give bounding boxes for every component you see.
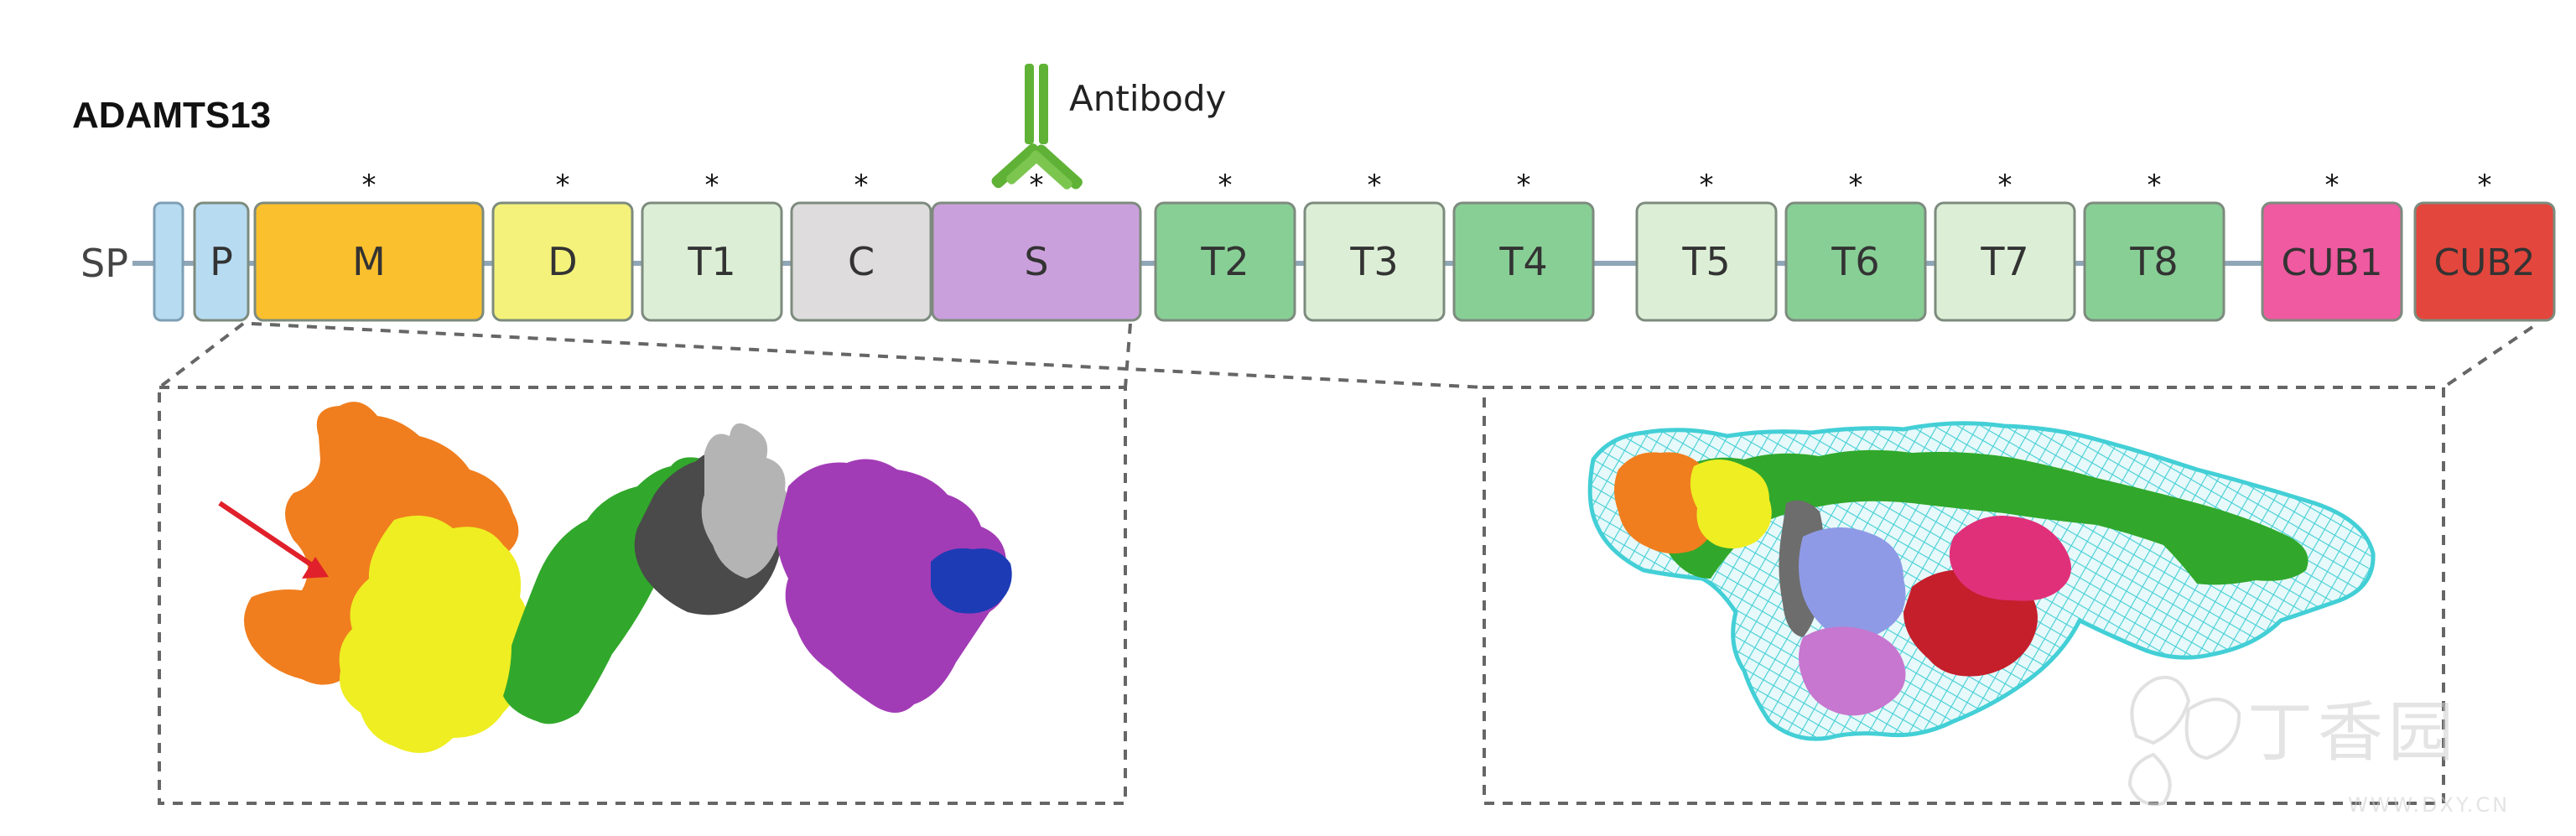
domain-cub1: CUB1 * <box>2261 169 2403 322</box>
glycosylation-star-icon: * <box>1700 169 1714 202</box>
domain-cub2: CUB2 * <box>2413 169 2556 322</box>
domain-tsp1-2: T2 * <box>1154 169 1296 322</box>
domain-tsp1-7: T7 * <box>1934 169 2076 322</box>
domain-label: T7 <box>1980 239 2028 284</box>
glycosylation-star-icon: * <box>362 169 377 202</box>
figure-title: ADAMTS13 <box>72 95 271 136</box>
left-structure-panel <box>158 386 1127 805</box>
glycosylation-star-icon: * <box>1218 169 1233 202</box>
signal-peptide-box <box>153 201 184 322</box>
domain-label: C <box>848 239 875 284</box>
domain-metalloprotease: M* <box>253 169 485 322</box>
domain-box <box>491 201 634 322</box>
domain-tsp1-1: T1 * <box>641 169 783 322</box>
domain-label: T5 <box>1681 239 1730 284</box>
glycosylation-star-icon: * <box>705 169 719 202</box>
domain-box <box>931 201 1142 322</box>
glycosylation-star-icon: * <box>1998 169 2012 202</box>
domain-label: S <box>1024 239 1048 284</box>
watermark: 丁香园 WWW.DXY.CN <box>2127 675 2510 817</box>
domain-tsp1-6: T6 * <box>1784 169 1927 322</box>
glycosylation-star-icon: * <box>556 169 570 202</box>
domain-label: T6 <box>1831 239 1879 284</box>
domain-box <box>641 201 783 322</box>
domain-label: T2 <box>1200 239 1249 284</box>
domain-box <box>2083 201 2225 322</box>
domain-label: T8 <box>2129 239 2178 284</box>
domain-label: T4 <box>1498 239 1547 284</box>
domain-tsp1-5: T5 * <box>1635 169 1778 322</box>
domain-box <box>2413 201 2556 322</box>
domain-label: CUB1 <box>2281 241 2382 284</box>
glycosylation-star-icon: * <box>1517 169 1531 202</box>
domain-box <box>1303 201 1446 322</box>
domain-box <box>1784 201 1927 322</box>
domain-box <box>2261 201 2403 322</box>
domain-disintegrin: D* <box>491 169 634 322</box>
domain-label: T1 <box>687 239 735 284</box>
domain-box <box>1154 201 1296 322</box>
dxy-logo-icon <box>2127 675 2241 806</box>
glycosylation-star-icon: * <box>1368 169 1382 202</box>
domain-box <box>1635 201 1778 322</box>
domain-box <box>1452 201 1595 322</box>
domain-box <box>1934 201 2076 322</box>
glycosylation-star-icon: * <box>2148 169 2162 202</box>
watermark-text: 丁香园 <box>2247 695 2459 771</box>
watermark-url: WWW.DXY.CN <box>2348 793 2510 817</box>
sp-label: SP <box>80 241 128 286</box>
domain-label: M <box>352 239 386 284</box>
domain-box <box>193 201 250 322</box>
right-structure-panel <box>1483 386 2445 805</box>
domain-box <box>790 201 932 322</box>
domain-cysteine-rich: C* <box>790 169 932 322</box>
antibody-icon <box>991 64 1083 190</box>
glycosylation-star-icon: * <box>1030 169 1044 202</box>
em-density-map <box>1587 421 2376 741</box>
glycosylation-star-icon: * <box>2325 169 2340 202</box>
domain-box <box>253 201 485 322</box>
domain-spacer: S* <box>931 169 1142 322</box>
antibody-label: Antibody <box>1069 78 1226 119</box>
domain-tsp1-4: T4 * <box>1452 169 1595 322</box>
domain-propeptide: P <box>193 201 250 322</box>
glycosylation-star-icon: * <box>1849 169 1863 202</box>
domain-label: T3 <box>1349 239 1398 284</box>
domain-label: D <box>548 239 577 284</box>
domain-label: CUB2 <box>2433 241 2535 284</box>
domain-label: P <box>210 239 233 284</box>
glycosylation-star-icon: * <box>854 169 869 202</box>
glycosylation-star-icon: * <box>2478 169 2492 202</box>
domain-tsp1-3: T3 * <box>1303 169 1446 322</box>
domain-tsp1-8: T8 * <box>2083 169 2225 322</box>
crystal-structure-surface <box>218 402 1012 753</box>
zoom-connectors <box>158 322 2534 389</box>
